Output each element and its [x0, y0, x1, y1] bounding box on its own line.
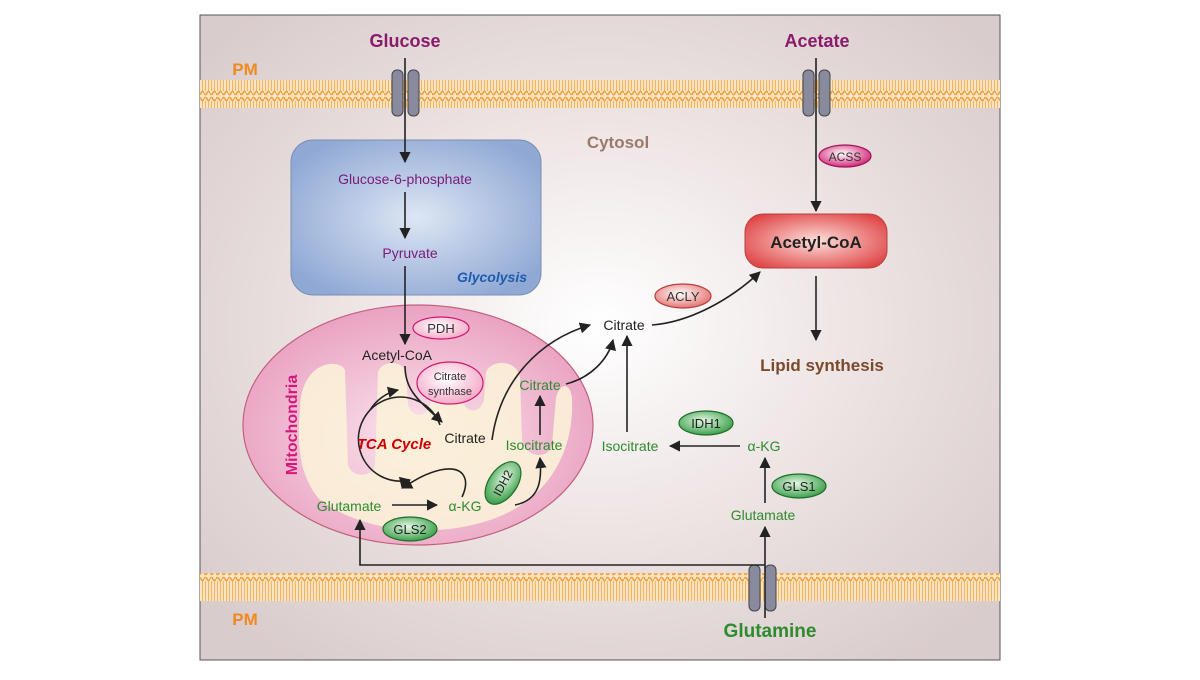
acetyl-coa-cyto-label: Acetyl-CoA	[770, 233, 862, 252]
isocitrate-mito-label: Isocitrate	[506, 437, 563, 453]
citrate-mito-label: Citrate	[444, 430, 485, 446]
citrate-mito-green-label: Citrate	[519, 377, 560, 393]
acetate-label: Acetate	[784, 31, 849, 51]
enzyme-gls1: GLS1	[771, 473, 827, 499]
enzyme-gls2: GLS2	[382, 516, 438, 542]
enzyme-acss-label: ACSS	[829, 150, 862, 164]
acetyl-coa-box	[744, 213, 888, 269]
enzyme-citrate-synthase-label-2: synthase	[428, 386, 472, 398]
glycolysis-box	[290, 139, 542, 296]
pathway-arrows	[354, 58, 822, 618]
akg-cyto-label: α-KG	[748, 438, 781, 454]
enzyme-idh1-label: IDH1	[691, 416, 721, 431]
cytosol-label: Cytosol	[587, 133, 649, 152]
lipid-synthesis-label: Lipid synthesis	[760, 356, 884, 375]
enzyme-pdh-label: PDH	[427, 321, 454, 336]
glutamine-label: Glutamine	[724, 621, 817, 642]
glucose-label: Glucose	[369, 31, 440, 51]
glycolysis-label: Glycolysis	[457, 269, 527, 285]
enzyme-acss: ACSS	[818, 144, 872, 168]
enzyme-idh2: IDH2	[484, 461, 522, 505]
pm-bottom-label: PM	[232, 610, 258, 629]
enzyme-citrate-synthase-label-1: Citrate	[434, 371, 466, 383]
pyruvate-label: Pyruvate	[382, 245, 437, 261]
isocitrate-cyto-label: Isocitrate	[602, 438, 659, 454]
glutamate-mito-label: Glutamate	[317, 498, 382, 514]
g6p-label: Glucose-6-phosphate	[338, 171, 472, 187]
citrate-cyto-label: Citrate	[603, 317, 644, 333]
enzyme-idh1: IDH1	[678, 410, 734, 436]
acetyl-coa-mito-label: Acetyl-CoA	[362, 347, 433, 363]
enzyme-acly: ACLY	[654, 283, 712, 309]
tca-cycle-label: TCA Cycle	[357, 436, 431, 453]
acetate-transporter	[802, 69, 831, 117]
plasma-membrane-top	[200, 80, 1000, 108]
enzyme-gls2-label: GLS2	[393, 522, 426, 537]
glutamine-transporter	[748, 564, 777, 612]
akg-mito-label: α-KG	[449, 498, 482, 514]
mitochondria-label: Mitochondria	[284, 375, 301, 476]
enzyme-citrate-synthase: Citrate synthase	[416, 361, 484, 405]
glutamate-cyto-label: Glutamate	[731, 507, 796, 523]
enzyme-pdh: PDH	[412, 316, 470, 340]
plasma-membrane-bottom	[200, 573, 1000, 601]
enzyme-acly-label: ACLY	[667, 289, 700, 304]
enzyme-gls1-label: GLS1	[782, 479, 815, 494]
pm-top-label: PM	[232, 60, 258, 79]
glucose-transporter	[391, 69, 420, 117]
